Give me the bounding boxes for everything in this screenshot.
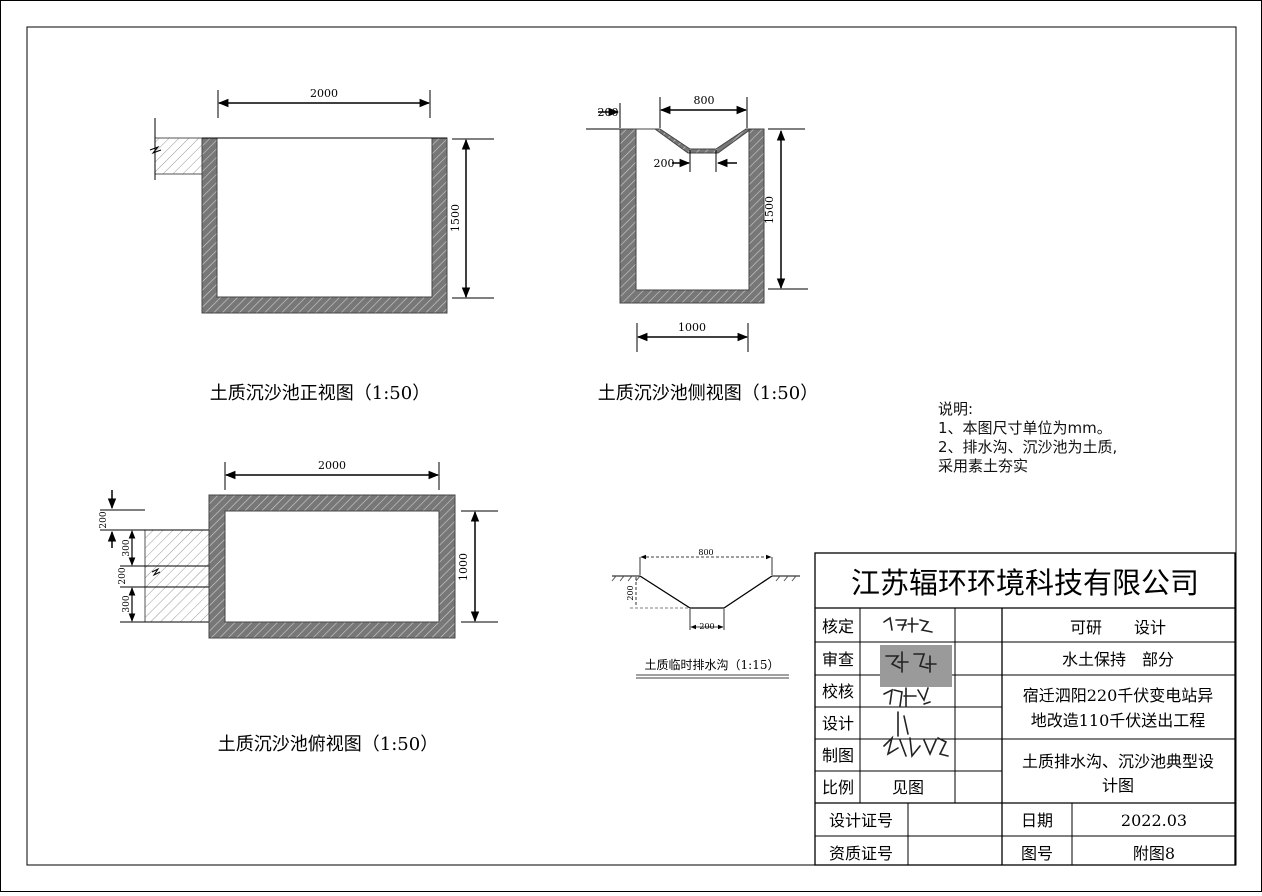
date-value: 2022.03	[1121, 811, 1187, 830]
ditch-top-label: 800	[698, 548, 713, 557]
plan-tank-wall	[208, 494, 456, 639]
label-design-cert: 设计证号	[829, 811, 893, 830]
front-height-label: 1500	[449, 204, 462, 232]
side-view-title: 土质沉沙池侧视图（1:50）	[598, 383, 818, 404]
ditch-depth-label: 200	[626, 585, 635, 600]
side-inset-label: 200	[598, 106, 619, 119]
scale-value: 见图	[892, 778, 924, 797]
drawing-no-value: 附图8	[1133, 844, 1175, 863]
signature-check	[883, 616, 933, 633]
signature-design	[897, 711, 909, 737]
ditch-title: 土质临时排水沟（1:15）	[645, 658, 780, 672]
side-bottom-label: 1000	[678, 321, 706, 334]
company-name: 江苏辐环环境科技有限公司	[851, 566, 1199, 600]
signature-draw	[883, 735, 949, 759]
notes-line-1: 1、本图尺寸单位为mm。	[938, 419, 1112, 437]
side-opening-label: 800	[694, 94, 715, 107]
plan-view-title: 土质沉沙池俯视图（1:50）	[218, 734, 438, 755]
notes-heading: 说明:	[938, 400, 974, 418]
plan-channel-a-label: 300	[122, 539, 132, 556]
notes-line-2: 2、排水沟、沉沙池为土质,	[938, 438, 1118, 456]
signatures	[880, 616, 952, 759]
plan-view: 2000 1000 200 300 200 300 土质沉沙池俯视图（1:50）	[99, 459, 498, 755]
project-line-2: 地改造110千伏送出工程	[1031, 711, 1206, 730]
stage-label: 可研 设计	[1070, 618, 1166, 637]
signature-proof	[883, 687, 931, 707]
side-channel-bottom-label: 200	[654, 157, 675, 170]
plan-width-label: 2000	[318, 459, 346, 472]
signature-review	[885, 651, 937, 673]
label-check: 核定	[822, 617, 854, 636]
side-tank-interior	[635, 128, 753, 291]
drawing-title-line-2: 计图	[1102, 776, 1134, 795]
ditch-bottom-label: 200	[699, 622, 714, 631]
front-soil-channel	[154, 137, 203, 175]
plan-channel-b-label: 300	[122, 595, 132, 612]
front-view-title: 土质沉沙池正视图（1:50）	[210, 383, 430, 404]
label-qualification-cert: 资质证号	[829, 844, 893, 863]
notes-line-3: 采用素土夯实	[938, 457, 1029, 475]
label-design: 设计	[822, 714, 854, 733]
signature-review-stamp	[880, 645, 952, 687]
label-date: 日期	[1021, 811, 1053, 830]
plan-channel-gap-label: 200	[118, 567, 128, 584]
notes: 说明: 1、本图尺寸单位为mm。 2、排水沟、沉沙池为土质, 采用素土夯实	[938, 400, 1117, 476]
label-drawing-no: 图号	[1021, 844, 1053, 863]
plan-inlet-channel	[144, 529, 213, 623]
label-review: 审查	[822, 650, 854, 669]
front-tank-wall	[201, 137, 448, 314]
front-width-label: 2000	[310, 87, 338, 100]
label-proof: 校核	[822, 682, 854, 701]
part-label: 水土保持 部分	[1062, 650, 1174, 669]
plan-wall-label: 200	[99, 511, 109, 528]
plan-height-label: 1000	[457, 553, 470, 581]
front-view: 2000 1500 土质沉沙池正视图（1:50）	[149, 87, 494, 404]
side-height-label: 1500	[763, 196, 776, 224]
label-draw: 制图	[822, 746, 854, 765]
ditch-section: 800 200 200 土质临时排水沟（1:15）	[611, 548, 800, 679]
drawing-title-line-1: 土质排水沟、沉沙池典型设	[1022, 752, 1214, 771]
ditch-profile	[639, 575, 773, 609]
side-view: 800 200 200 1500 1000 土质沉沙池侧视图（1:50）	[586, 94, 818, 404]
label-scale: 比例	[822, 778, 854, 797]
project-line-1: 宿迁泗阳220千伏变电站异	[1023, 686, 1214, 705]
inner-border	[26, 26, 1237, 866]
